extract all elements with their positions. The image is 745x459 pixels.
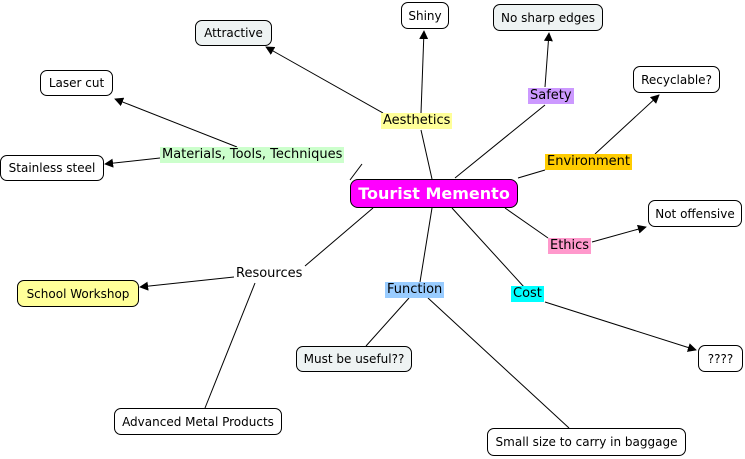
connector-safety <box>454 104 546 179</box>
link-label-materials[interactable]: Materials, Tools, Techniques <box>160 147 345 163</box>
concept-must-be-useful[interactable]: Must be useful?? <box>296 346 412 372</box>
arrow-to-not-offensive <box>591 224 647 243</box>
concept-small-size[interactable]: Small size to carry in baggage <box>487 428 686 456</box>
arrow-to-stainless-steel <box>104 157 161 168</box>
arrow-to-shiny <box>419 30 429 114</box>
connector-aesthetics <box>420 129 433 180</box>
concept-shiny[interactable]: Shiny <box>401 2 449 29</box>
arrow-to-attractive <box>265 46 384 114</box>
concept-stainless-steel[interactable]: Stainless steel <box>0 155 104 181</box>
connector-materials <box>349 163 363 181</box>
concept-no-sharp-edges[interactable]: No sharp edges <box>493 4 603 31</box>
concept-school-workshop[interactable]: School Workshop <box>17 280 139 307</box>
link-label-safety[interactable]: Safety <box>528 88 574 104</box>
central-concept[interactable]: Tourist Memento <box>350 179 518 208</box>
line-to-must-be-useful <box>365 297 410 347</box>
concept-recyclable[interactable]: Recyclable? <box>633 66 720 93</box>
concept-advanced-metal-products[interactable]: Advanced Metal Products <box>114 408 282 435</box>
concept-attractive[interactable]: Attractive <box>195 20 272 46</box>
link-label-resources[interactable]: Resources <box>234 266 305 282</box>
concept-laser-cut[interactable]: Laser cut <box>40 70 113 96</box>
connector-ethics <box>504 207 549 239</box>
arrow-to-laser-cut <box>114 97 238 148</box>
arrow-to-question-marks <box>544 301 697 352</box>
link-label-cost[interactable]: Cost <box>511 286 544 302</box>
line-to-small-size <box>427 297 570 429</box>
concept-question-marks[interactable]: ???? <box>698 345 743 372</box>
link-label-function[interactable]: Function <box>385 282 445 298</box>
arrow-to-school-workshop <box>139 276 235 291</box>
connector-cost <box>451 207 525 288</box>
connector-environment <box>517 169 546 179</box>
link-label-environment[interactable]: Environment <box>545 154 633 170</box>
connector-resources <box>304 207 374 267</box>
connector-function <box>419 207 433 283</box>
link-label-aesthetics[interactable]: Aesthetics <box>381 113 453 129</box>
concept-not-offensive[interactable]: Not offensive <box>648 200 742 227</box>
link-label-ethics[interactable]: Ethics <box>548 238 592 254</box>
arrow-to-recyclable <box>594 94 660 155</box>
line-to-advanced-metal <box>204 282 256 409</box>
arrow-to-no-sharp-edges <box>543 32 553 88</box>
